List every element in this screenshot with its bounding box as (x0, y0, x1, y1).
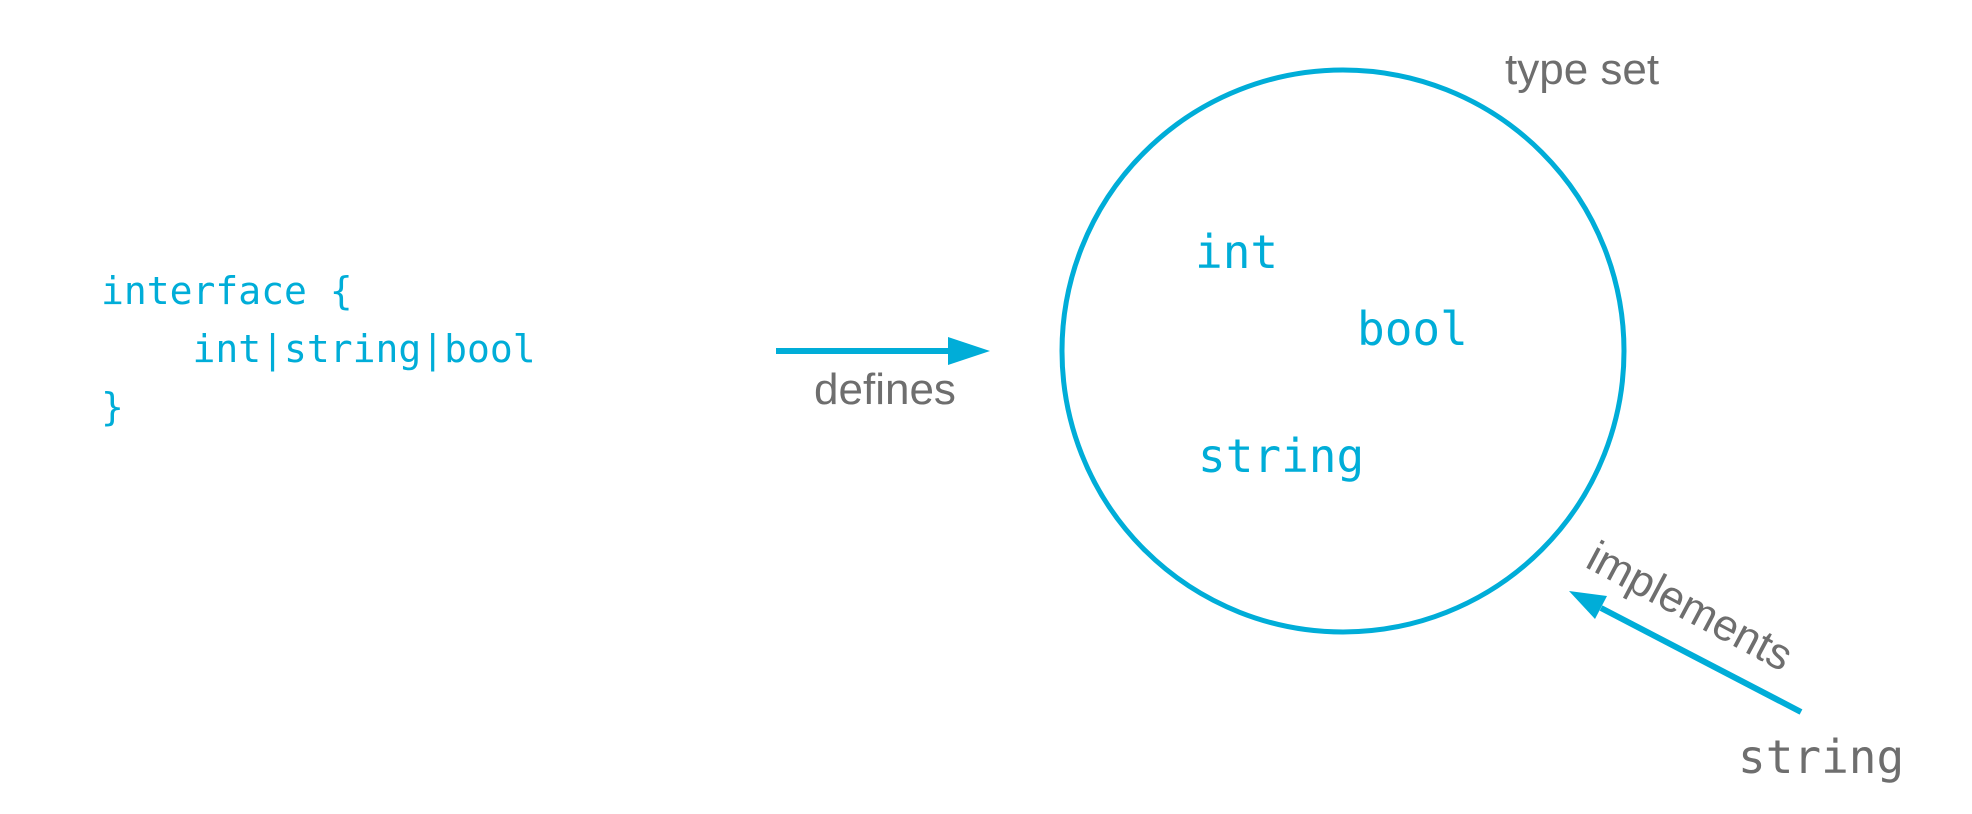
type-set-member-int: int (1195, 225, 1279, 279)
type-set-circle (1059, 67, 1627, 635)
type-set-member-string: string (1198, 429, 1365, 483)
type-set-title: type set (1505, 45, 1660, 94)
implementing-type-label: string (1738, 730, 1905, 784)
implements-arrow-line (1599, 605, 1803, 715)
code-line-interface-close: } (101, 385, 124, 429)
code-line-type-union: int|string|bool (101, 327, 536, 371)
defines-arrow-head (948, 337, 990, 365)
defines-arrow-label: defines (814, 365, 956, 414)
code-line-interface-open: interface { (101, 269, 353, 313)
interface-code-block: interface { int|string|bool} (101, 262, 536, 436)
implements-arrow-head (1569, 591, 1607, 619)
type-set-member-bool: bool (1357, 302, 1468, 356)
